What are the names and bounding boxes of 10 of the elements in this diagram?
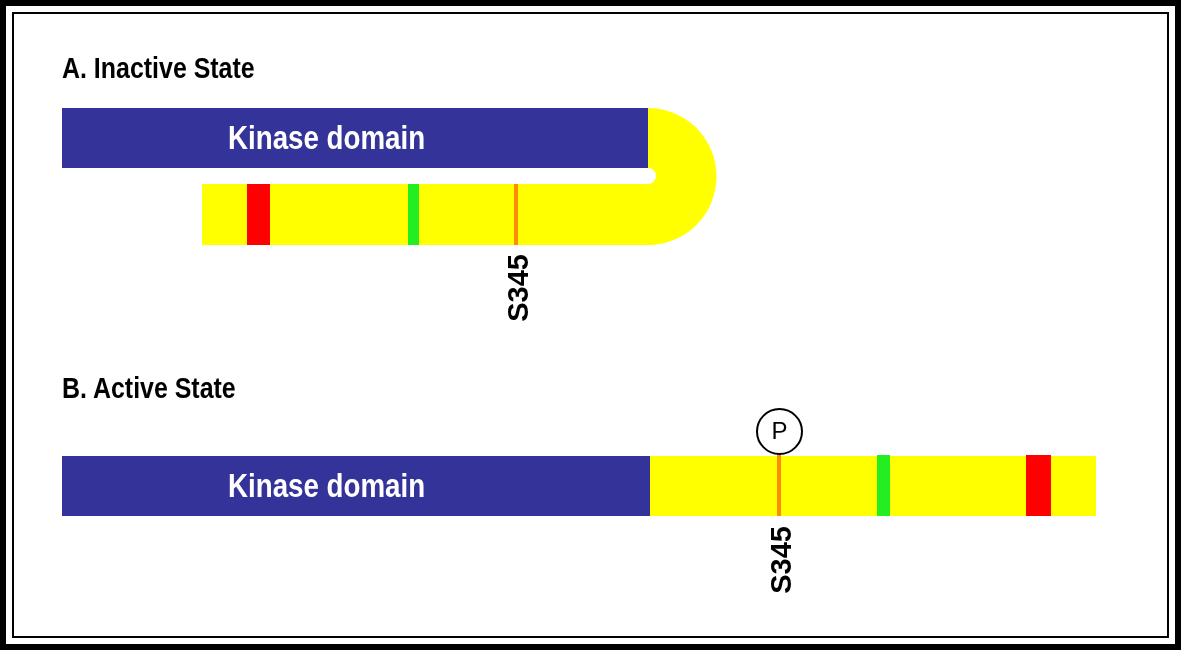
residue-label: S345 [766, 526, 796, 594]
phosphate-label: P [771, 417, 788, 444]
residue-label: S345 [503, 254, 533, 322]
kinase-domain-bar [62, 456, 650, 516]
phosphate-circle [756, 408, 803, 455]
panel-title: B. Active State [62, 372, 236, 404]
panel-title: A. Inactive State [62, 52, 255, 84]
domain-label: Kinase domain [228, 468, 426, 504]
domain-label: Kinase domain [228, 120, 426, 156]
kinase-domain-bar [62, 108, 648, 168]
